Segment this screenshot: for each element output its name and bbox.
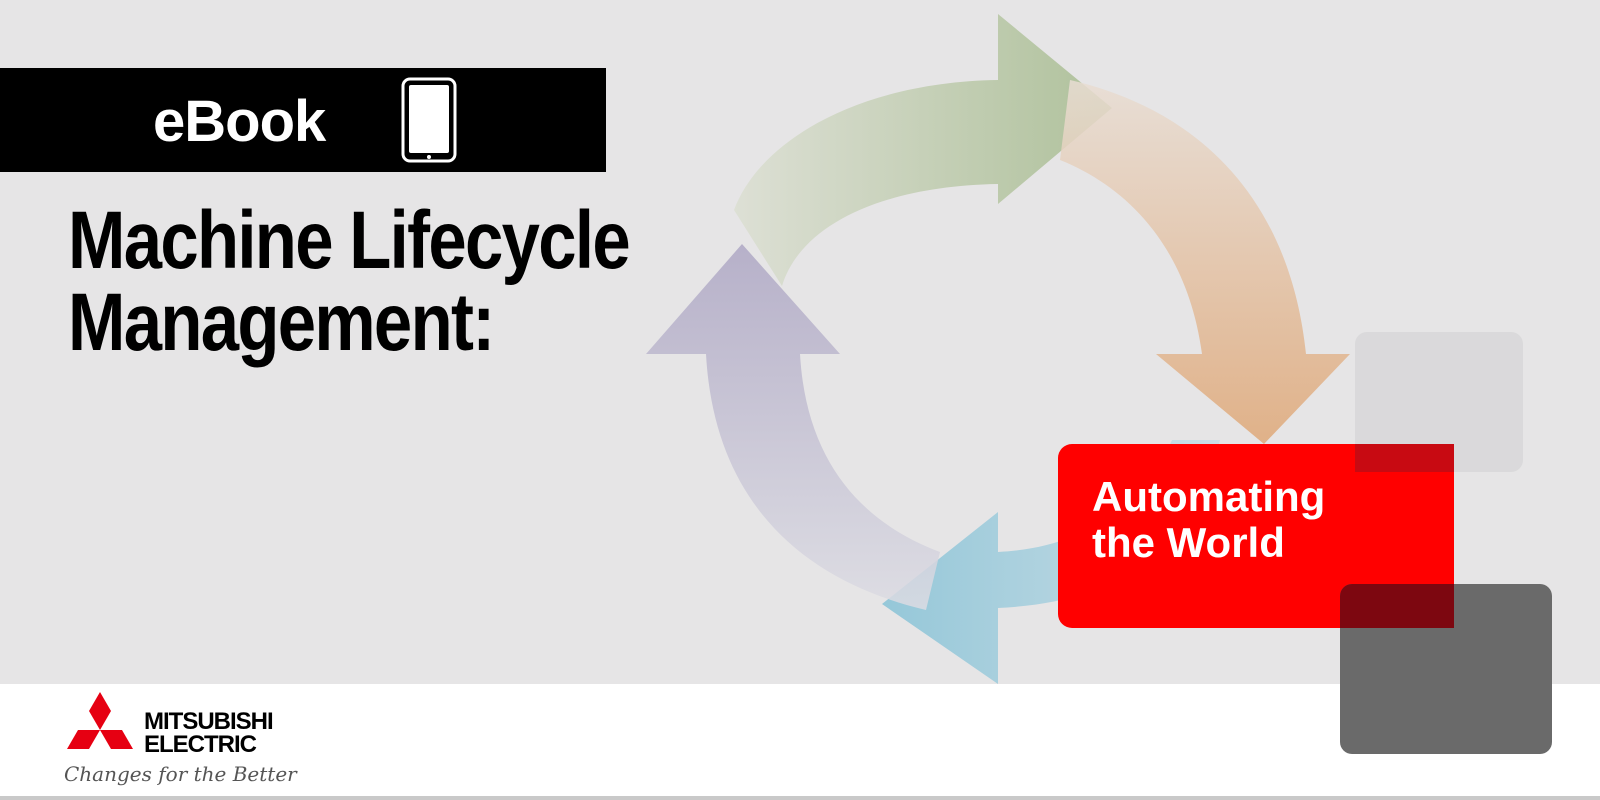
brand-name-line-2: ELECTRIC [144,731,257,758]
title-line-1: Machine Lifecycle [68,195,631,286]
decor-overlap-top [1355,444,1454,472]
tagline: Automating the World [1092,474,1325,566]
ebook-badge-label: eBook [153,89,326,154]
ebook-badge [0,68,606,172]
decor-overlap-bottom [1340,584,1454,628]
tagline-line-1: Automating [1092,473,1326,520]
cycle-arrow-green [734,14,1112,286]
footer-divider [0,796,1600,800]
brand-name: MITSUBISHI ELECTRIC [144,708,274,758]
cycle-arrow-purple [646,244,940,610]
brand-name-line-1: MITSUBISHI [144,708,274,735]
cycle-arrow-orange [1060,80,1350,444]
tablet-icon [401,77,457,163]
title-line-2: Management: [68,277,495,368]
brand-slogan: Changes for the Better [64,762,297,786]
banner: eBook Machine Lifecycle Management: Auto… [0,0,1600,684]
page-title: Machine Lifecycle Management: [68,195,631,368]
three-diamonds-icon [67,692,133,749]
tagline-line-2: the World [1092,519,1285,566]
